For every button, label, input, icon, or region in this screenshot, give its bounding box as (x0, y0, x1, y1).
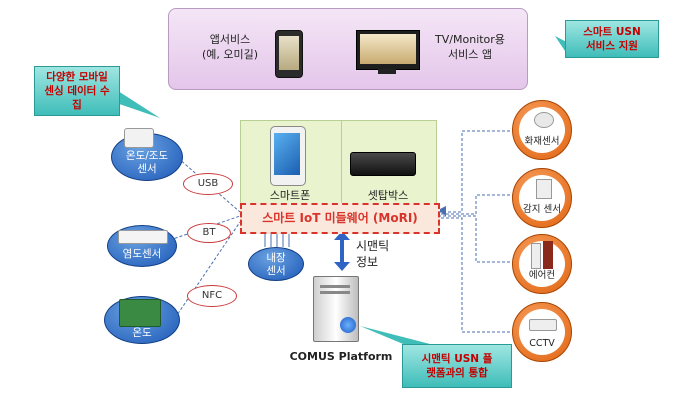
temp-light-sensor-oval: 온도/조도 센서 (111, 128, 183, 181)
tv-stand (378, 69, 396, 74)
fire-sensor-label: 화재센서 (524, 136, 560, 147)
mobile-sensing-callout: 다양한 모바일 센싱 데이터 수 집 (34, 66, 120, 116)
tv-service-label: TV/Monitor용 서비스 앱 (424, 32, 516, 62)
internal-sensor-line1: 내장 (266, 252, 286, 264)
app-service-title: 앱서비스 (209, 33, 251, 46)
temp-light-line1: 온도/조도 (125, 150, 169, 162)
fire-sensor-circle: 화재센서 (512, 100, 572, 160)
aircon-remote-icon (531, 243, 541, 269)
salinity-sensor-oval: 염도센서 (107, 225, 177, 267)
internal-sensor-line2: 센서 (266, 265, 286, 277)
temp-light-sensor-image (124, 128, 154, 148)
bt-connection-label: BT (187, 223, 231, 243)
nfc-dashed-line (174, 221, 241, 319)
internal-sensor-oval: 내장 센서 (248, 247, 304, 281)
settop-label: 셋탑박스 (367, 189, 409, 202)
temperature-sensor-oval: 온도 (104, 296, 180, 344)
mobile-callout-line1: 다양한 모바일 (46, 71, 108, 83)
platform-callout-line2: 랫폼과의 통합 (426, 367, 488, 379)
platform-label: COMUS Platform (289, 350, 393, 363)
usn-callout-line1: 스마트 USN (583, 26, 641, 38)
usn-callout-line2: 서비스 지원 (586, 40, 638, 52)
smartphone-label: 스마트폰 (269, 189, 311, 202)
motion-sensor-label: 감지 센서 (523, 204, 561, 215)
app-service-panel (168, 8, 528, 90)
nfc-connection-label: NFC (187, 285, 237, 307)
motion-sensor-icon (536, 179, 552, 199)
smartphone-image (270, 126, 306, 186)
right-arrowhead (438, 206, 446, 216)
tv-app-image (356, 30, 420, 70)
cctv-circle: CCTV (512, 302, 572, 362)
salinity-label: 염도센서 (122, 248, 162, 260)
temperature-label: 온도 (132, 327, 152, 339)
phone-app-image (275, 30, 303, 78)
semantic-line1: 시맨틱 (356, 239, 390, 253)
usb-connection-label: USB (183, 173, 233, 195)
temperature-sensor-image (119, 299, 161, 327)
aircon-label: 에어컨 (528, 270, 556, 281)
server-icon (313, 276, 359, 342)
cctv-label: CCTV (529, 338, 555, 349)
usn-service-callout: 스마트 USN 서비스 지원 (565, 20, 659, 58)
settop-box-image (350, 152, 416, 176)
motion-dashed-line (438, 194, 515, 215)
cctv-dashed-line (438, 217, 515, 333)
temp-light-line2: 센서 (137, 163, 157, 175)
platform-callout-line1: 시맨틱 USN 플 (421, 353, 493, 365)
tv-service-title: TV/Monitor용 (435, 33, 505, 46)
platform-integration-callout: 시맨틱 USN 플 랫폼과의 통합 (402, 344, 512, 388)
semantic-line2: 정보 (356, 255, 379, 269)
motion-sensor-circle: 감지 센서 (512, 168, 572, 228)
cctv-camera-icon (529, 319, 557, 331)
tv-service-subtitle: 서비스 앱 (448, 48, 492, 61)
fire-dashed-line (438, 130, 515, 213)
app-service-label: 앱서비스 (예, 오미길) (190, 32, 270, 62)
fire-sensor-icon (534, 112, 554, 128)
mobile-callout-line3: 집 (72, 99, 82, 111)
app-service-example: (예, 오미길) (201, 48, 259, 61)
semantic-info-label: 시맨틱 정보 (356, 238, 389, 270)
salinity-sensor-image (118, 230, 168, 244)
mobile-callout-line2: 센싱 데이터 수 (44, 85, 110, 97)
middleware-box: 스마트 IoT 미들웨어 (MoRI) (240, 203, 440, 234)
aircon-circle: 에어컨 (512, 234, 572, 294)
aircon-dashed-line (438, 215, 515, 263)
aircon-unit-icon (543, 241, 553, 269)
